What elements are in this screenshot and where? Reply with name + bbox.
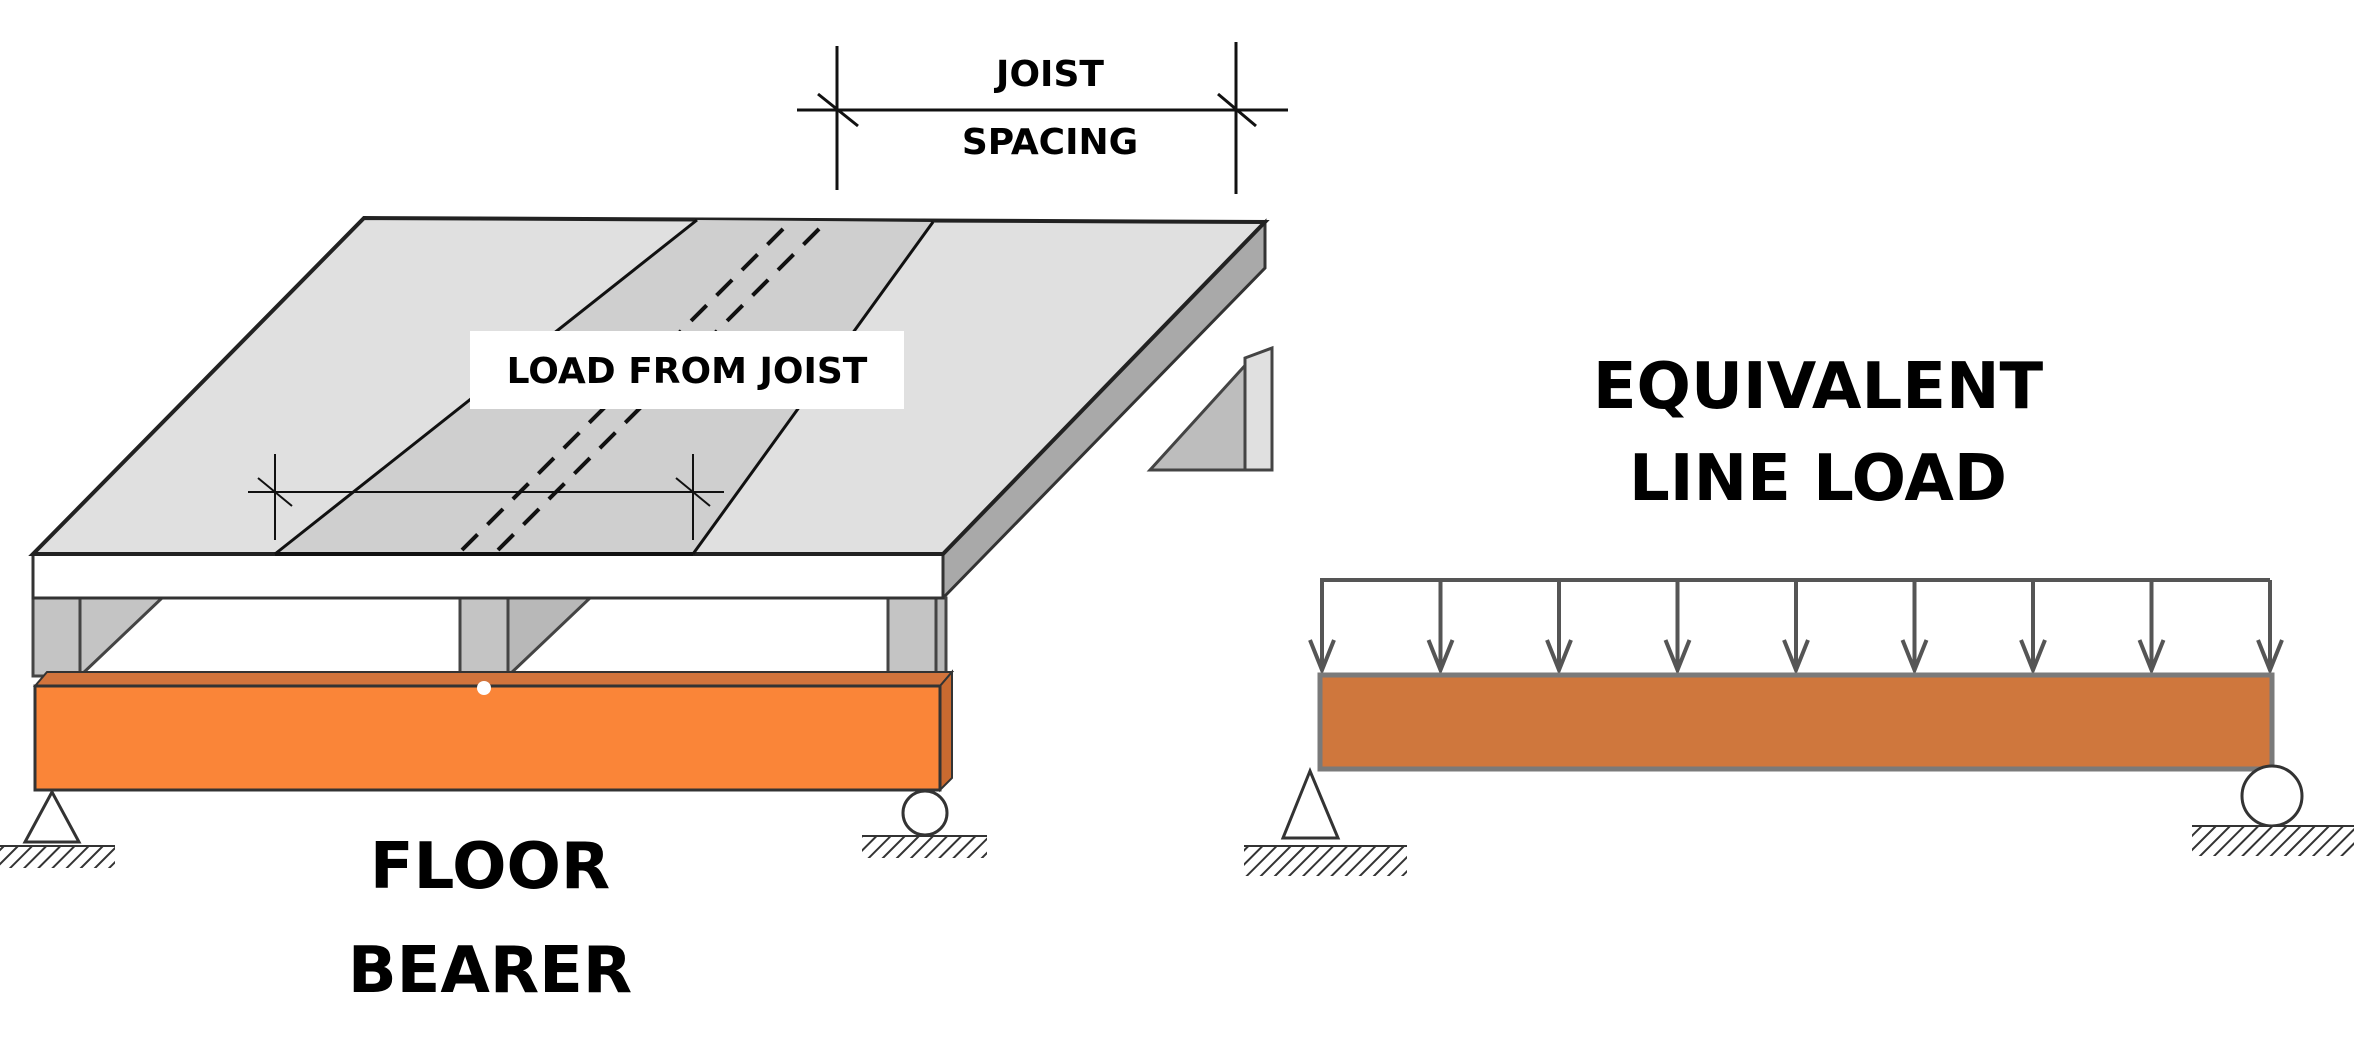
joist-spacing-label-line2: SPACING xyxy=(962,122,1138,163)
roller-support-icon xyxy=(2192,764,2354,856)
joist-spacing-label-line1: JOIST xyxy=(993,54,1104,95)
load-arrow-icon xyxy=(2256,580,2284,676)
load-arrow-icon xyxy=(1308,580,1336,676)
joist-left xyxy=(76,596,166,678)
load-from-joist-box xyxy=(470,331,904,409)
floor-bearer-label-line2: BEARER xyxy=(348,934,632,1008)
pin-support-icon xyxy=(0,788,115,868)
equivalent-beam xyxy=(1317,672,2275,772)
joists xyxy=(31,596,948,680)
joist-middle-end xyxy=(458,596,510,680)
load-arrow-icon xyxy=(2137,580,2166,676)
equivalent-line-load: EQUIVALENT LINE LOAD xyxy=(1244,350,2354,876)
rear-joist-stub xyxy=(1146,345,1274,472)
load-from-joist-label: LOAD FROM JOIST xyxy=(507,351,868,392)
floor-assembly: LOAD FROM JOIST JOIST SPACING FLOOR BEAR… xyxy=(0,42,1288,1008)
joist-right-end xyxy=(886,596,938,680)
load-arrow-icon xyxy=(1782,580,1810,676)
joist-left-end xyxy=(31,596,82,678)
equivalent-label-line2: LINE LOAD xyxy=(1629,442,2007,516)
pin-support-icon xyxy=(1244,767,1407,876)
load-arrow-icon xyxy=(1426,580,1455,676)
equivalent-label-line1: EQUIVALENT xyxy=(1593,350,2044,424)
load-arrow-icon xyxy=(1545,580,1573,676)
load-arrow-icon xyxy=(1900,580,1929,676)
joist-spacing-dimension xyxy=(797,42,1288,194)
load-arrow-icon xyxy=(2019,580,2047,676)
floor-bearer-label-line1: FLOOR xyxy=(370,830,610,904)
load-arrows xyxy=(1308,580,2284,676)
strip-width-dimension xyxy=(248,454,724,540)
floor-slab-front xyxy=(31,552,945,600)
floor-bearer-beam xyxy=(32,669,955,793)
roller-support-icon xyxy=(862,789,987,858)
joist-middle xyxy=(504,596,594,678)
load-arrow-icon xyxy=(1663,580,1692,676)
